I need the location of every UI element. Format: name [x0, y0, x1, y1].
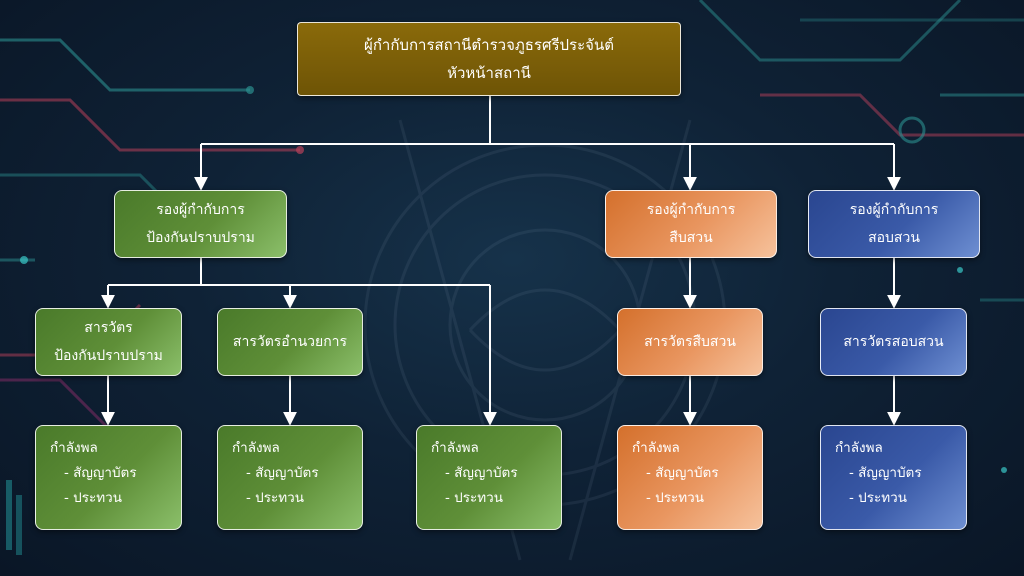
- deputy-investigation-line1: รองผู้กำกับการ: [646, 202, 736, 218]
- manpower-title: กำลังพล: [232, 440, 280, 456]
- manpower-commissioned: - สัญญาบัตร: [246, 465, 319, 481]
- manpower-noncommissioned: - ประทวน: [246, 490, 304, 506]
- manpower-title: กำลังพล: [431, 440, 479, 456]
- manpower-commissioned: - สัญญาบัตร: [445, 465, 518, 481]
- manpower-title: กำลังพล: [50, 440, 98, 456]
- manpower-noncommissioned: - ประทวน: [445, 490, 503, 506]
- manpower-box-deputy-prevention: กำลังพล - สัญญาบัตร - ประทวน: [416, 425, 562, 530]
- inspector-investigation-box: สารวัตรสืบสวน: [617, 308, 763, 376]
- inspector-prevention-line2: ป้องกันปราบปราม: [54, 348, 163, 364]
- manpower-commissioned: - สัญญาบัตร: [64, 465, 137, 481]
- deputy-investigation-line2: สืบสวน: [669, 230, 713, 246]
- chief-box: ผู้กำกับการสถานีตำรวจภูธรศรีประจันต์ หัว…: [297, 22, 681, 96]
- manpower-noncommissioned: - ประทวน: [849, 490, 907, 506]
- manpower-box-prevention: กำลังพล - สัญญาบัตร - ประทวน: [35, 425, 182, 530]
- manpower-title: กำลังพล: [835, 440, 883, 456]
- manpower-commissioned: - สัญญาบัตร: [646, 465, 719, 481]
- deputy-inquiry-box: รองผู้กำกับการ สอบสวน: [808, 190, 980, 258]
- inspector-prevention-box: สารวัตร ป้องกันปราบปราม: [35, 308, 182, 376]
- manpower-box-inquiry: กำลังพล - สัญญาบัตร - ประทวน: [820, 425, 967, 530]
- inspector-admin-label: สารวัตรอำนวยการ: [232, 334, 348, 350]
- inspector-inquiry-box: สารวัตรสอบสวน: [820, 308, 967, 376]
- inspector-admin-box: สารวัตรอำนวยการ: [217, 308, 363, 376]
- deputy-inquiry-line1: รองผู้กำกับการ: [849, 202, 939, 218]
- deputy-prevention-line1: รองผู้กำกับการ: [156, 202, 245, 218]
- deputy-prevention-box: รองผู้กำกับการ ป้องกันปราบปราม: [114, 190, 287, 258]
- manpower-title: กำลังพล: [632, 440, 680, 456]
- manpower-box-investigation: กำลังพล - สัญญาบัตร - ประทวน: [617, 425, 763, 530]
- inspector-inquiry-label: สารวัตรสอบสวน: [843, 334, 944, 350]
- chief-title: ผู้กำกับการสถานีตำรวจภูธรศรีประจันต์: [364, 36, 614, 54]
- manpower-noncommissioned: - ประทวน: [64, 490, 122, 506]
- inspector-prevention-line1: สารวัตร: [84, 320, 133, 336]
- deputy-prevention-line2: ป้องกันปราบปราม: [146, 230, 255, 246]
- inspector-investigation-label: สารวัตรสืบสวน: [644, 334, 736, 350]
- manpower-noncommissioned: - ประทวน: [646, 490, 704, 506]
- chief-role: หัวหน้าสถานี: [447, 64, 531, 82]
- deputy-inquiry-line2: สอบสวน: [868, 230, 920, 246]
- manpower-commissioned: - สัญญาบัตร: [849, 465, 922, 481]
- deputy-investigation-box: รองผู้กำกับการ สืบสวน: [605, 190, 777, 258]
- manpower-box-admin: กำลังพล - สัญญาบัตร - ประทวน: [217, 425, 363, 530]
